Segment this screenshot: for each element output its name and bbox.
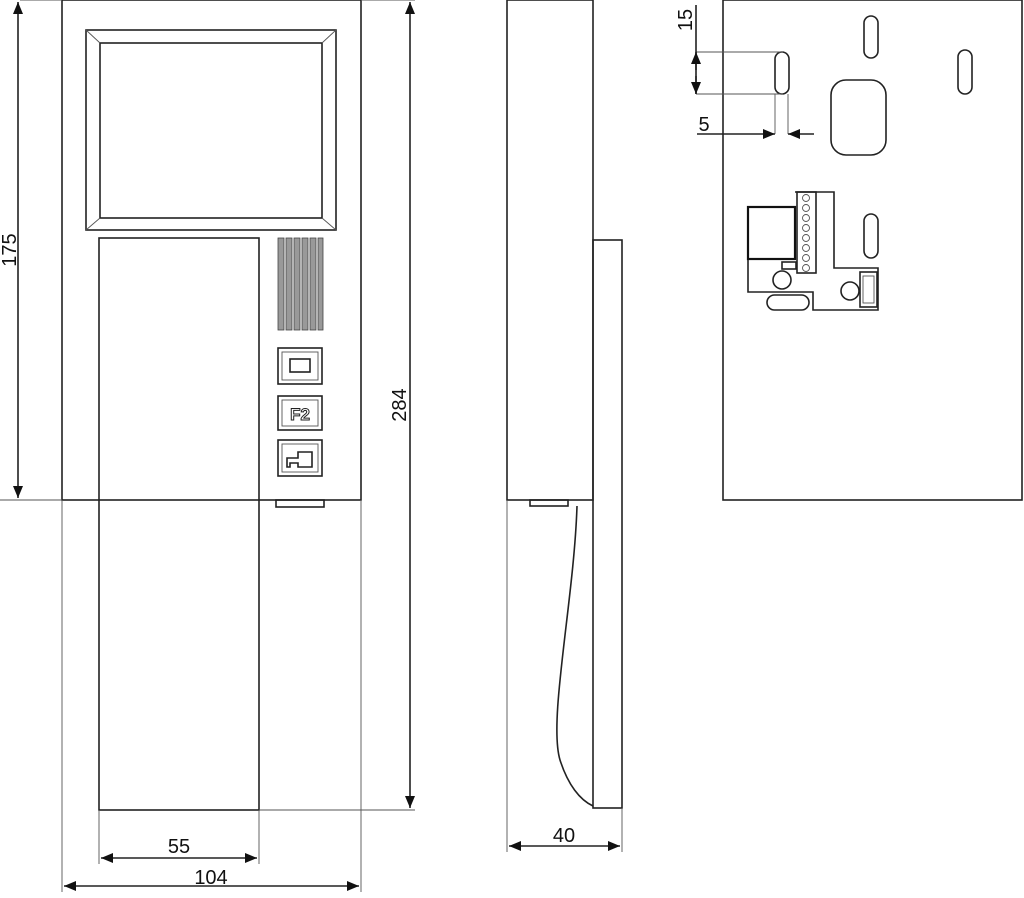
mounting-slot — [863, 15, 879, 59]
mounting-slot — [774, 51, 790, 95]
monitor-button[interactable] — [277, 347, 323, 385]
monitor-body — [61, 0, 362, 501]
speaker-grille — [277, 237, 324, 331]
bottom-tab — [275, 499, 325, 508]
dimension-label-15: 15 — [675, 9, 697, 31]
door-open-button[interactable] — [277, 439, 323, 477]
dimension-label-55: 55 — [168, 836, 190, 858]
monitor-button-icon — [289, 358, 311, 373]
mounting-plate — [722, 0, 1023, 501]
back-view: 15 5 — [675, 0, 1023, 501]
side-bottom-tab — [529, 499, 569, 507]
side-handset — [592, 239, 623, 809]
screen — [85, 29, 337, 231]
dimension-label-175: 175 — [0, 233, 21, 266]
side-body — [506, 0, 594, 501]
dimension-label-104: 104 — [194, 867, 227, 889]
dimension-label-5: 5 — [698, 114, 709, 136]
f2-button-label: F2 — [290, 405, 310, 424]
door-key-icon — [286, 451, 313, 468]
terminal-strip — [796, 191, 817, 274]
handset — [98, 237, 260, 811]
front-view: F2 175 284 55 104 — [0, 0, 415, 892]
dimension-label-284: 284 — [389, 388, 411, 421]
terminal-board — [746, 191, 879, 311]
mounting-slot — [863, 213, 879, 259]
mounting-slot — [957, 49, 973, 95]
f2-button[interactable]: F2 — [277, 395, 323, 431]
handset-cord — [556, 505, 594, 807]
dimension-label-40: 40 — [553, 825, 575, 847]
cable-opening — [830, 79, 887, 156]
side-view: 40 — [506, 0, 623, 852]
